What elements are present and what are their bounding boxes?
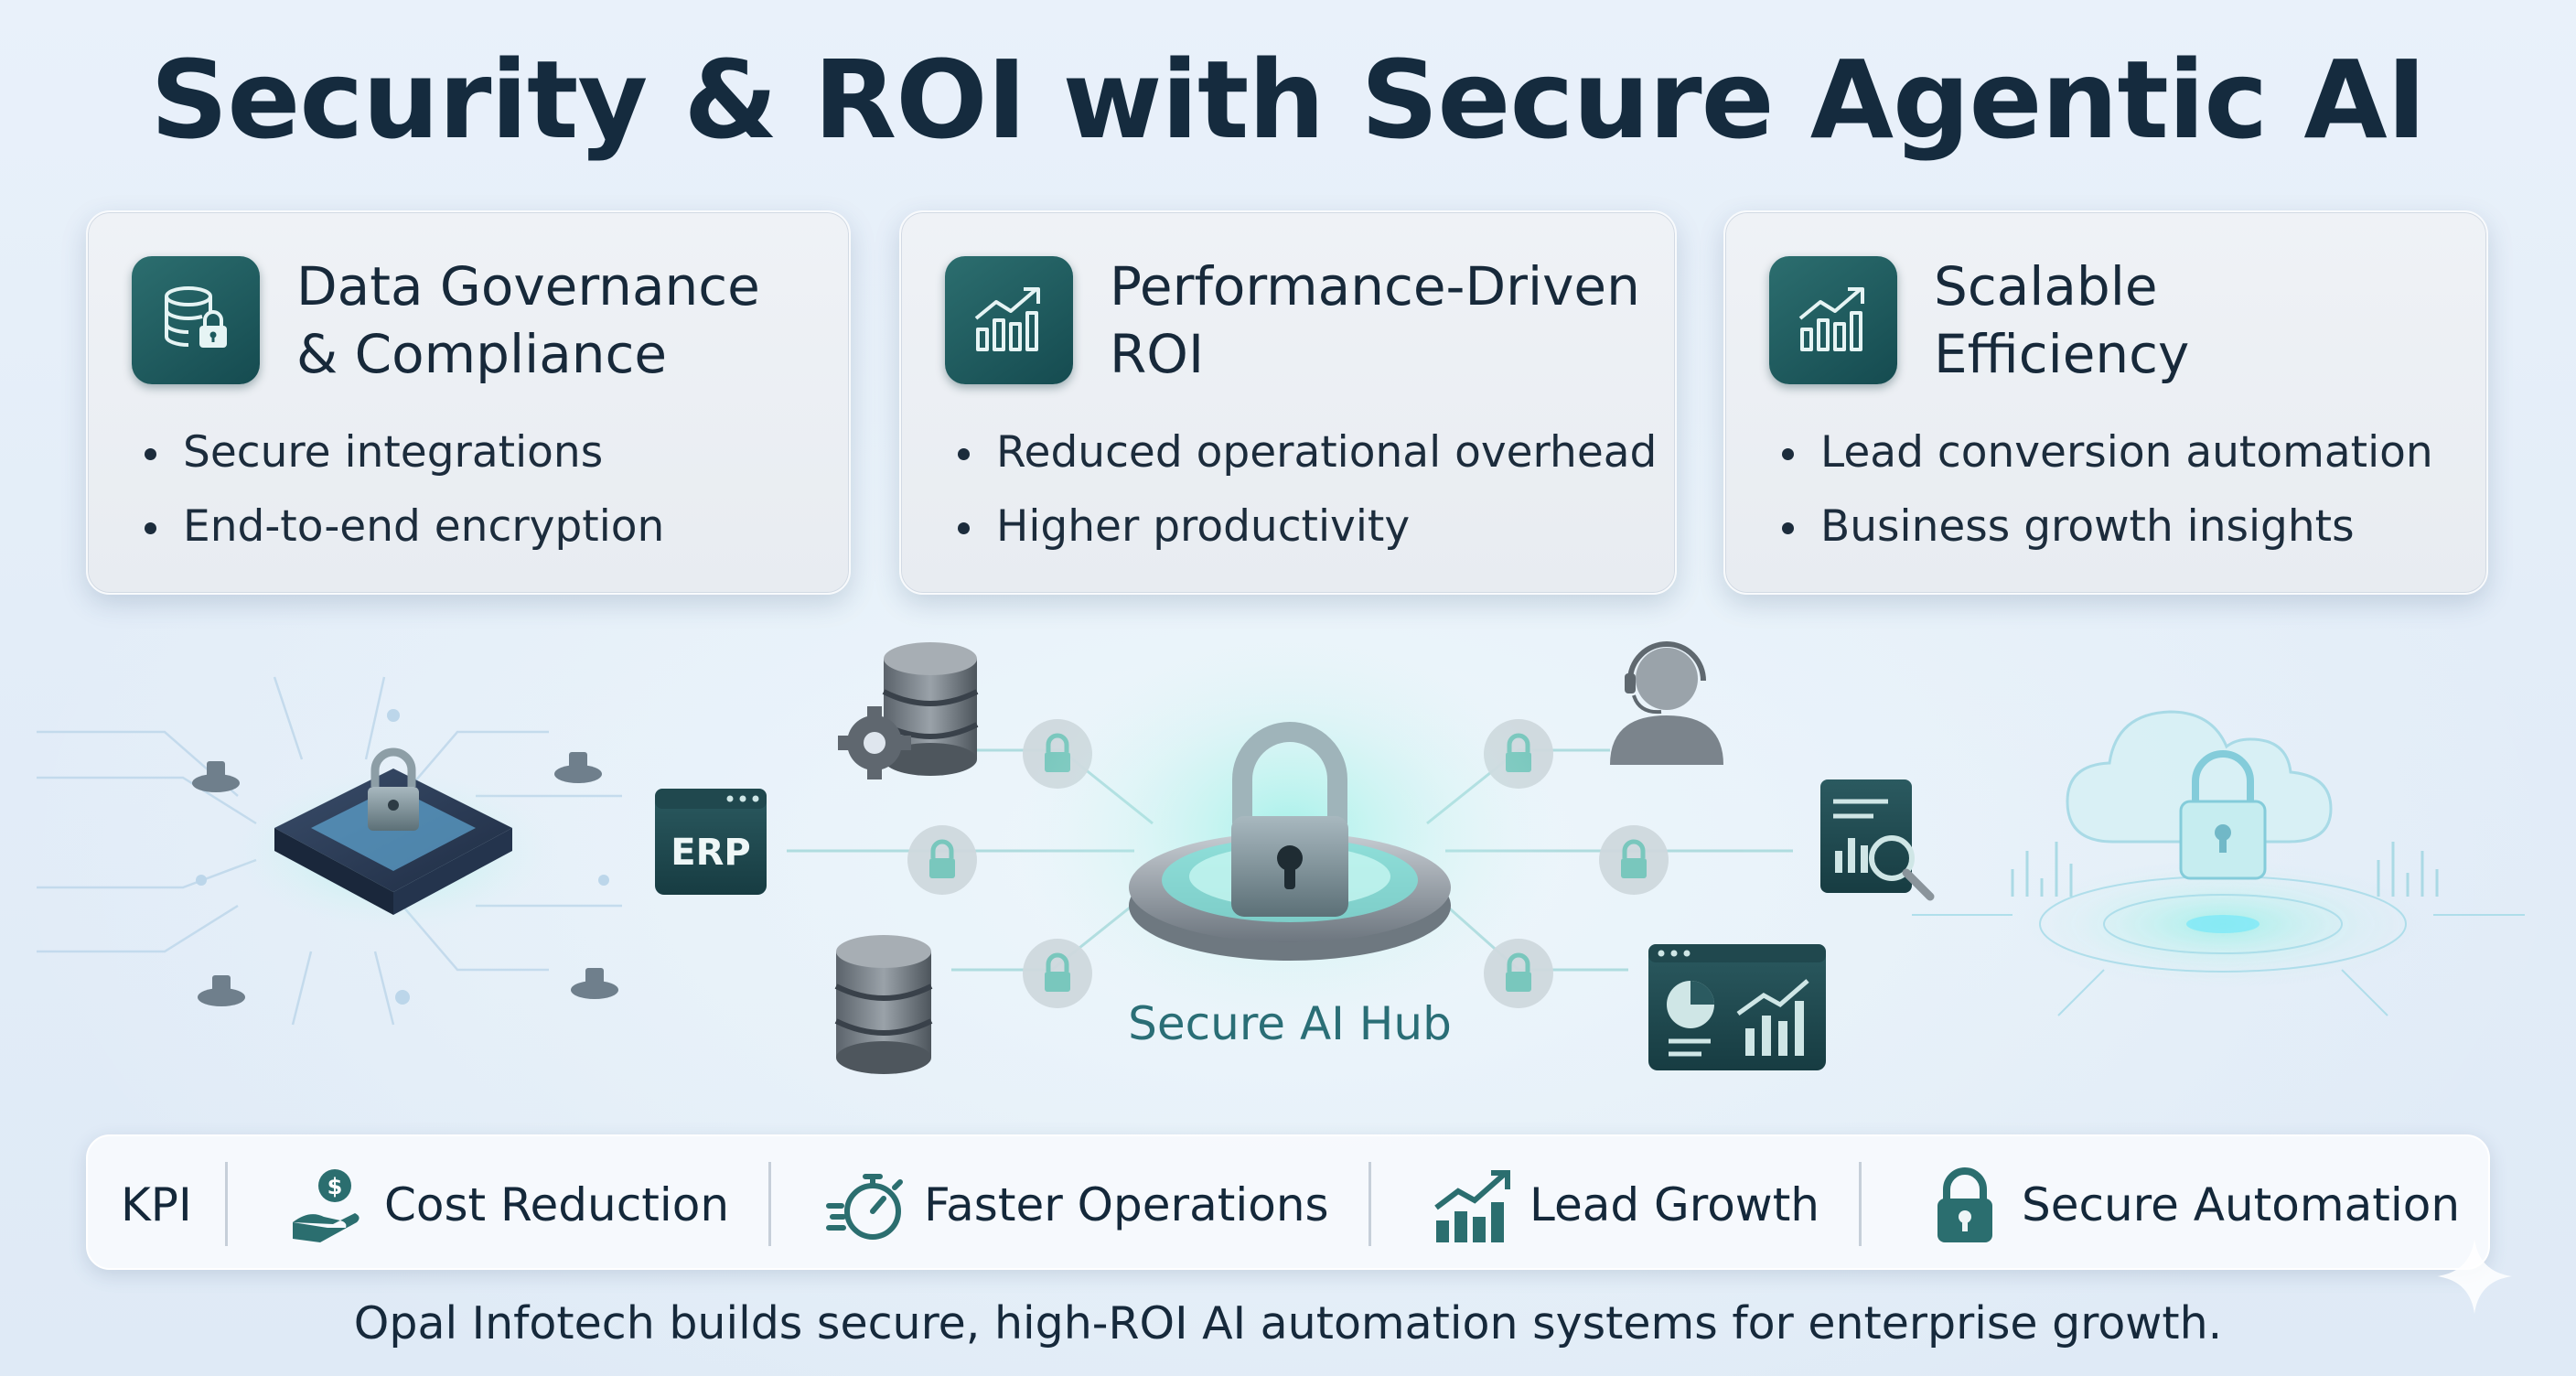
bullet-item: Secure integrations <box>139 415 664 489</box>
kpi-item-label: Faster Operations <box>924 1178 1329 1231</box>
growth-chart-icon <box>945 256 1073 384</box>
kpi-item-label: Cost Reduction <box>384 1178 730 1231</box>
page-title: Security & ROI with Secure Agentic AI <box>150 37 2426 163</box>
secure-chip-illustration <box>229 747 558 933</box>
card-title: Data Governance& Compliance <box>296 255 760 385</box>
growth-chart-icon <box>1769 256 1897 384</box>
erp-window: ERP <box>655 789 767 895</box>
card-bullets: Lead conversion automation Business grow… <box>1776 415 2433 564</box>
database-gear <box>838 642 979 779</box>
bullet-item: Business growth insights <box>1776 489 2433 564</box>
database <box>834 935 933 1074</box>
bullet-item: Lead conversion automation <box>1776 415 2433 489</box>
headset-agent <box>1610 641 1723 765</box>
erp-label: ERP <box>671 832 750 874</box>
kpi-divider <box>1859 1162 1862 1246</box>
bullet-item: Higher productivity <box>952 489 1657 564</box>
report-magnifier <box>1820 779 1935 901</box>
hand-coin-icon: $ <box>293 1169 360 1242</box>
kpi-divider <box>225 1162 228 1246</box>
bullet-item: End-to-end encryption <box>139 489 664 564</box>
secure-cloud <box>1912 710 2525 1016</box>
footer-tagline: Opal Infotech builds secure, high-ROI AI… <box>353 1297 2223 1349</box>
stopwatch-icon <box>826 1174 903 1240</box>
kpi-item-label: Secure Automation <box>2022 1178 2461 1231</box>
hub-label: Secure AI Hub <box>1128 997 1452 1050</box>
kpi-label: KPI <box>121 1178 192 1231</box>
secure-ai-hub <box>1015 631 1564 1034</box>
secure-network-diagram: ERP <box>37 631 2525 1074</box>
kpi-item-label: Lead Growth <box>1530 1178 1819 1231</box>
bullet-item: Reduced operational overhead <box>952 415 1657 489</box>
kpi-bar: KPI $ Cost Reduction Faster Operations <box>86 1134 2490 1270</box>
database-lock-icon <box>132 256 260 384</box>
kpi-divider <box>768 1162 771 1246</box>
analytics-dashboard <box>1648 944 1826 1070</box>
padlock-icon <box>1937 1167 1992 1242</box>
card-bullets: Reduced operational overhead Higher prod… <box>952 415 1657 564</box>
kpi-divider <box>1368 1162 1371 1246</box>
card-data-governance: Data Governance& Compliance Secure integ… <box>86 210 851 595</box>
svg-text:$: $ <box>327 1174 343 1199</box>
card-bullets: Secure integrations End-to-end encryptio… <box>139 415 664 564</box>
bar-growth-icon <box>1434 1170 1510 1242</box>
sparkle-icon <box>2437 1239 2512 1314</box>
